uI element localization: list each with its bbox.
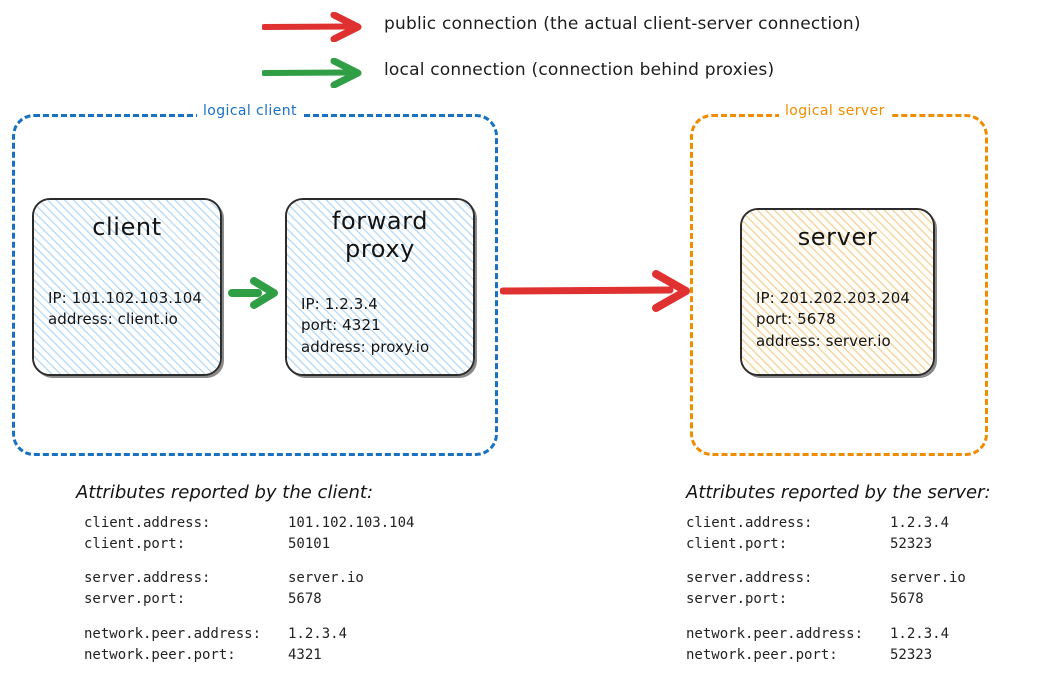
- attr-value: 52323: [890, 535, 933, 552]
- table-row: network.peer.port: 52323: [686, 645, 966, 666]
- table-row: server.address: server.io: [686, 568, 966, 589]
- node-forward-proxy[interactable]: forward proxy IP: 1.2.3.4 port: 4321 add…: [285, 198, 475, 376]
- logical-server-container: logical server: [690, 103, 988, 456]
- table-row: network.peer.port: 4321: [84, 645, 414, 666]
- attr-value: 4321: [288, 646, 322, 663]
- logical-client-label: logical client: [197, 103, 303, 119]
- attrs-client-table: client.address: 101.102.103.104 client.p…: [84, 513, 414, 665]
- attr-value: server.io: [288, 570, 364, 587]
- attr-key: server.port:: [686, 591, 788, 608]
- table-row: server.address: server.io: [84, 568, 414, 589]
- table-row: server.port: 5678: [84, 589, 414, 610]
- attr-value: 1.2.3.4: [288, 625, 348, 642]
- node-client-title: client: [92, 213, 162, 241]
- table-row: network.peer.address: 1.2.3.4: [84, 624, 414, 645]
- table-row: network.peer.address: 1.2.3.4: [686, 624, 966, 645]
- node-server[interactable]: server IP: 201.202.203.204 port: 5678 ad…: [740, 208, 935, 376]
- attr-key: network.peer.address:: [686, 625, 864, 642]
- attr-key: client.address:: [686, 515, 813, 531]
- table-row-spacer: [686, 610, 966, 624]
- attr-value: 101.102.103.104: [288, 515, 415, 531]
- legend-label-local: local connection (connection behind prox…: [384, 60, 775, 80]
- attr-key: network.peer.port:: [84, 646, 236, 663]
- table-row: client.address: 101.102.103.104: [84, 513, 414, 534]
- attr-key: network.peer.port:: [686, 646, 838, 663]
- attr-value: 52323: [890, 646, 933, 663]
- attr-value: 50101: [288, 535, 331, 552]
- node-server-port: port: 5678: [756, 310, 836, 329]
- table-row: client.port: 52323: [686, 534, 966, 555]
- node-proxy-address: address: proxy.io: [301, 337, 430, 356]
- proxy-hatch-fill: [287, 200, 473, 374]
- attributes-reported-by-server: Attributes reported by the server: clien…: [686, 482, 991, 665]
- table-row: client.port: 50101: [84, 534, 414, 555]
- attr-value: 1.2.3.4: [890, 625, 950, 642]
- legend: public connection (the actual client-ser…: [0, 0, 1039, 100]
- attr-key: server.address:: [686, 570, 813, 587]
- attributes-reported-by-client: Attributes reported by the client: clien…: [76, 482, 414, 665]
- node-server-ip: IP: 201.202.203.204: [756, 289, 911, 307]
- table-row: server.port: 5678: [686, 589, 966, 610]
- attrs-server-heading: Attributes reported by the server:: [686, 482, 991, 503]
- attr-value: 5678: [288, 591, 322, 608]
- attrs-server-table: client.address: 1.2.3.4 client.port: 523…: [686, 513, 966, 665]
- public-connection-arrow: [500, 270, 690, 312]
- table-row: client.address: 1.2.3.4: [686, 513, 966, 534]
- table-row-spacer: [84, 554, 414, 568]
- logical-server-label: logical server: [779, 103, 891, 119]
- node-server-details: IP: 201.202.203.204 port: 5678 address: …: [756, 288, 910, 352]
- attr-key: server.address:: [84, 570, 211, 587]
- legend-label-public: public connection (the actual client-ser…: [384, 14, 861, 34]
- node-proxy-title-line2: proxy: [345, 234, 415, 263]
- attr-key: client.address:: [84, 515, 211, 531]
- node-proxy-ip: IP: 1.2.3.4: [301, 295, 378, 313]
- logical-client-container: logical client: [12, 103, 498, 456]
- node-proxy-title: forward proxy: [287, 207, 473, 263]
- attr-key: server.port:: [84, 591, 186, 608]
- attr-key: network.peer.address:: [84, 625, 262, 642]
- attr-key: client.port:: [84, 535, 186, 552]
- client-hatch-fill: [34, 200, 220, 374]
- node-server-title: server: [797, 223, 878, 251]
- table-row-spacer: [686, 554, 966, 568]
- node-client[interactable]: client IP: 101.102.103.104 address: clie…: [32, 198, 222, 376]
- attr-value: 5678: [890, 591, 924, 608]
- red-arrow-icon: [262, 12, 362, 42]
- node-proxy-title-line1: forward: [331, 207, 429, 235]
- node-client-details: IP: 101.102.103.104 address: client.io: [48, 288, 202, 331]
- node-proxy-port: port: 4321: [301, 316, 381, 335]
- node-proxy-details: IP: 1.2.3.4 port: 4321 address: proxy.io: [301, 294, 429, 358]
- node-server-address: address: server.io: [756, 331, 891, 350]
- server-hatch-fill: [742, 210, 933, 374]
- attrs-client-heading: Attributes reported by the client:: [76, 482, 374, 503]
- table-row-spacer: [84, 610, 414, 624]
- attr-value: server.io: [890, 570, 966, 587]
- local-connection-arrow: [228, 277, 278, 309]
- node-client-address: address: client.io: [48, 310, 178, 329]
- attr-key: client.port:: [686, 535, 788, 552]
- green-arrow-icon: [262, 58, 362, 88]
- attr-value: 1.2.3.4: [890, 515, 950, 531]
- node-client-ip: IP: 101.102.103.104: [48, 289, 203, 307]
